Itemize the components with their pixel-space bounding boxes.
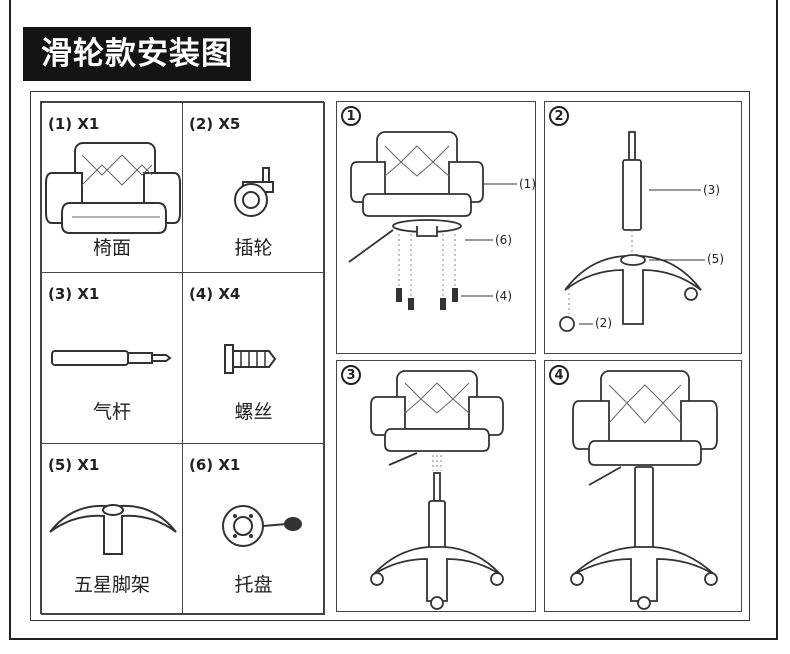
callout-label: (4): [495, 289, 512, 303]
callout-label: (2): [595, 316, 612, 330]
page-title: 滑轮款安装图: [23, 27, 251, 81]
step-2-illustration: [559, 131, 705, 332]
frame-bottom-border: [9, 638, 778, 640]
callout-label: (1): [519, 177, 536, 191]
callout-label: (6): [495, 233, 512, 247]
part-qty: (1) X1: [48, 115, 100, 133]
part-name: 五星脚架: [73, 574, 150, 596]
part-qty: (6) X1: [189, 456, 241, 474]
step-2-panel: 2 (3) (5) (2): [544, 101, 742, 354]
part-qty: (5) X1: [48, 456, 100, 474]
part-star-base: (5) X1 五星脚架: [41, 443, 183, 615]
step-3-illustration: [370, 370, 504, 610]
part-qty: (4) X4: [189, 285, 241, 303]
parts-list: (1) X1 椅面 (2) X5: [40, 101, 325, 615]
step-number: 4: [549, 365, 569, 385]
part-screw: (4) X4 螺丝: [182, 272, 325, 444]
part-name: 椅面: [92, 237, 131, 259]
step-1-panel: 1: [336, 101, 536, 354]
part-qty: (2) X5: [189, 115, 241, 133]
part-tray-mechanism: (6) X1 托盘: [182, 443, 325, 615]
diagram-container: [30, 91, 750, 621]
part-qty: (3) X1: [48, 285, 100, 303]
step-1-illustration: [348, 131, 517, 310]
callout-label: (3): [703, 183, 720, 197]
screw-icon: [224, 344, 277, 374]
part-gas-lift: (3) X1 气杆: [41, 272, 183, 444]
part-caster-wheel: (2) X5 插轮: [182, 102, 325, 273]
step-4-panel: 4: [544, 360, 742, 612]
star-base-icon: [49, 504, 177, 555]
callout-label: (5): [707, 252, 724, 266]
step-number: 3: [341, 365, 361, 385]
step-number: 2: [549, 106, 569, 126]
part-name: 托盘: [234, 574, 273, 596]
step-number: 1: [341, 106, 361, 126]
part-name: 气杆: [92, 401, 131, 423]
step-4-illustration: [570, 370, 718, 610]
caster-wheel-icon: [234, 167, 274, 217]
tray-mechanism-icon: [222, 505, 302, 547]
part-chair-seat: (1) X1 椅面: [41, 102, 183, 273]
gas-lift-icon: [51, 350, 172, 366]
step-3-panel: 3: [336, 360, 536, 612]
frame-right-border: [776, 0, 778, 640]
part-name: 螺丝: [234, 401, 273, 423]
chair-seat-icon: [45, 142, 181, 234]
frame-left-border: [9, 0, 11, 640]
part-name: 插轮: [234, 237, 273, 259]
